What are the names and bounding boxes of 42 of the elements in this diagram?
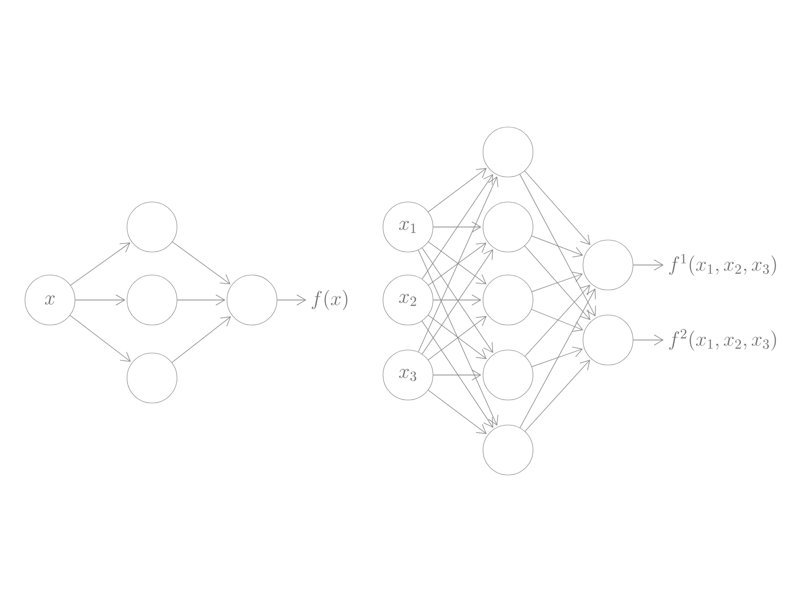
arrow (432, 294, 482, 306)
arrow (428, 390, 487, 434)
arrow (432, 369, 482, 381)
arrow (276, 294, 306, 306)
arrow (422, 320, 494, 428)
neuron-circle (482, 424, 534, 476)
arrow (524, 360, 590, 432)
output-label: $f^1(x_1, x_2, x_3)$ (669, 254, 776, 276)
arrow (74, 294, 126, 306)
arrow (531, 236, 584, 258)
arrow (524, 170, 590, 246)
arrow (520, 174, 596, 316)
arrow (432, 221, 482, 233)
neuron-circle (482, 274, 534, 326)
neuron-circle (582, 314, 634, 366)
arrow (70, 315, 131, 362)
arrow (172, 316, 231, 363)
arrow (418, 176, 498, 352)
arrow (418, 250, 498, 426)
neuron-circle (126, 274, 178, 326)
neuron-circle (482, 350, 534, 400)
arrow (632, 334, 664, 346)
neuron-circle (482, 126, 534, 178)
arrow (520, 288, 596, 428)
arrow (524, 284, 590, 357)
output-label: $f^2(x_1, x_2, x_3)$ (669, 328, 776, 351)
arrow (532, 346, 583, 367)
arrow (531, 309, 584, 332)
neuron-circle (482, 202, 534, 252)
arrow (524, 246, 590, 320)
arrow (532, 272, 583, 292)
arrow (422, 174, 494, 280)
arrow (172, 242, 230, 284)
neuron-circle (126, 352, 178, 404)
arrow (428, 168, 487, 212)
arrow (632, 259, 664, 271)
arrow (70, 242, 130, 286)
neuron-circle (582, 240, 634, 290)
arrow (176, 294, 226, 306)
output-label: $f(x)$ (312, 290, 348, 310)
neuron-circle (126, 202, 178, 252)
neuron-circle (226, 274, 278, 326)
